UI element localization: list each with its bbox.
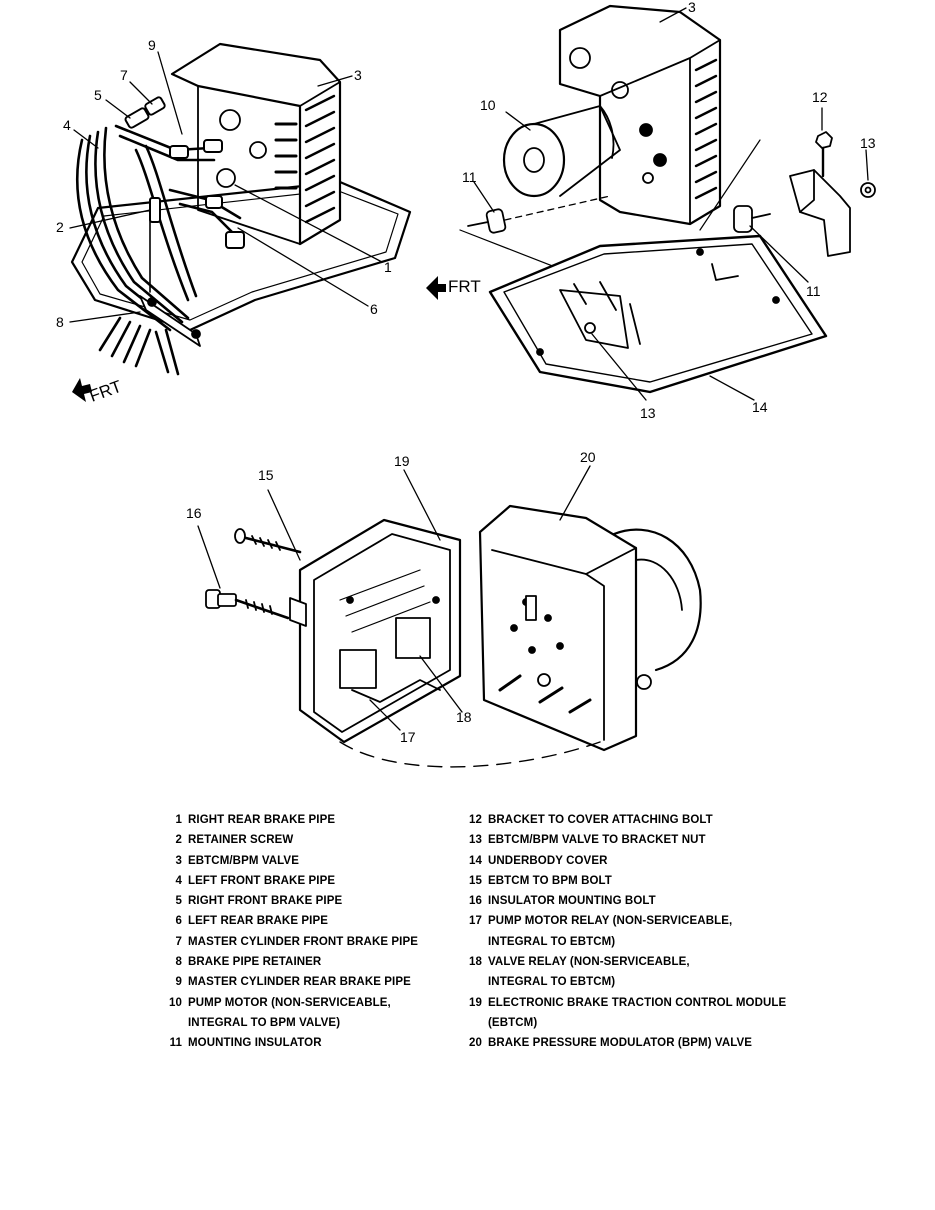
callout-7: 7 [120, 67, 128, 83]
callout-leaders-right [473, 7, 869, 401]
callout-13b: 13 [640, 405, 656, 421]
brake-pipe-retainer [139, 295, 201, 347]
frt-arrow-right [426, 276, 446, 300]
ebtcm-to-bpm-bolt [234, 528, 302, 554]
pump-motor [502, 105, 621, 198]
callout-19: 19 [394, 453, 410, 469]
callout-17: 17 [400, 729, 416, 745]
callouts-bottom: 15 16 17 18 19 20 [186, 449, 596, 745]
legend-item-continued: INTEGRAL TO EBTCM) [488, 935, 616, 948]
underbody-cover [488, 234, 828, 394]
callout-leaders-bottom [197, 465, 591, 731]
callout-14: 14 [752, 399, 768, 415]
ebtcm-bpm-valve-left [170, 42, 342, 246]
bracket-nut [860, 182, 876, 198]
mounting-insulators [467, 205, 771, 234]
frt-label-left: FRT [87, 377, 124, 406]
callout-13a: 13 [860, 135, 876, 151]
callout-8: 8 [56, 314, 64, 330]
frt-label-right: FRT [448, 277, 481, 296]
callout-15: 15 [258, 467, 274, 483]
callout-12: 12 [812, 89, 828, 105]
callout-11b: 11 [806, 283, 821, 299]
callout-4: 4 [63, 117, 71, 133]
callouts-right: 3 10 11 11 12 13 13 14 FRT [448, 0, 876, 421]
callout-18: 18 [456, 709, 472, 725]
callout-11a: 11 [462, 169, 477, 185]
bpm-valve [478, 504, 702, 752]
assembly-ebtcm-separation [205, 504, 702, 768]
callout-1: 1 [384, 259, 392, 275]
callout-10: 10 [480, 97, 496, 113]
legend-item-continued: (EBTCM) [488, 1016, 538, 1029]
brake-pipes [75, 124, 242, 376]
pipe-fittings [124, 96, 245, 249]
underbody-plate-left [70, 180, 412, 332]
ebtcm-module [289, 518, 462, 744]
bracket [789, 169, 851, 257]
callout-16: 16 [186, 505, 202, 521]
callout-20: 20 [580, 449, 596, 465]
frt-arrow-left [72, 378, 92, 402]
callout-2: 2 [56, 219, 64, 235]
callout-3b: 3 [688, 0, 696, 15]
callouts-left: 1 2 3 4 5 6 7 8 9 FRT [56, 37, 392, 406]
insulator-mounting-bolt [205, 589, 290, 620]
callout-5: 5 [94, 87, 102, 103]
ebtcm-bpm-valve-right [558, 4, 722, 226]
bracket-bolt [815, 131, 833, 178]
assembly-pipes-view [70, 42, 412, 402]
legend-item-continued: INTEGRAL TO BPM VALVE) [188, 1016, 341, 1029]
callout-leaders-left [69, 51, 383, 323]
assembly-mounting-view [426, 4, 876, 394]
callout-6: 6 [370, 301, 378, 317]
callout-9: 9 [148, 37, 156, 53]
legend-item-continued: INTEGRAL TO EBTCM) [488, 976, 616, 989]
callout-3: 3 [354, 67, 362, 83]
